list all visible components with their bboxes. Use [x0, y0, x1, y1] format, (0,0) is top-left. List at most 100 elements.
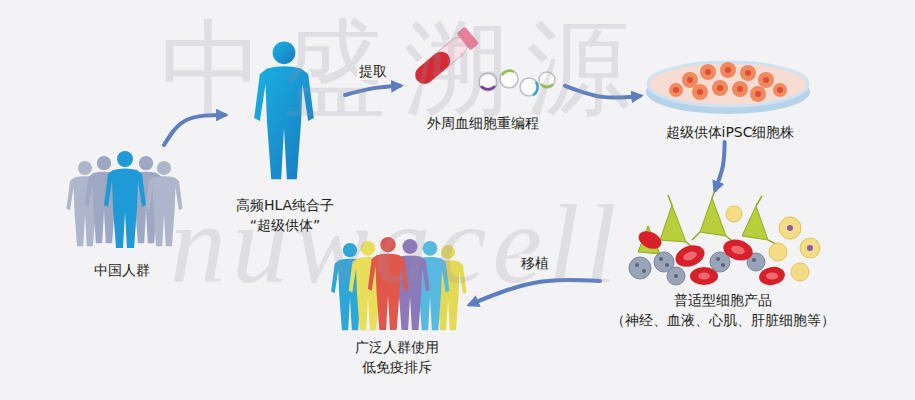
illustration-part — [456, 27, 479, 51]
illustration-part — [648, 62, 808, 106]
illustration-part — [717, 85, 723, 91]
illustration-part — [412, 34, 471, 88]
illustration-part — [777, 87, 783, 93]
cell-products — [629, 188, 820, 287]
illustration-part — [800, 238, 820, 258]
illustration-part — [690, 267, 718, 285]
illustration-part — [650, 188, 780, 250]
illustration-part — [721, 236, 755, 263]
illustration-part — [669, 62, 787, 102]
illustration-part — [737, 86, 743, 92]
illustration-part — [669, 83, 683, 97]
step-label: 广泛人群使用 低免疫排斥 — [351, 337, 443, 377]
illustration-part — [665, 263, 669, 267]
illustration-part — [500, 70, 518, 88]
flow-arrow — [345, 86, 400, 95]
illustration-part — [700, 198, 726, 236]
arrow-label: 移植 — [519, 254, 551, 272]
illustration-part — [750, 86, 766, 102]
illustration-part — [807, 245, 813, 251]
illustration-part — [698, 273, 710, 280]
illustration-part — [787, 225, 813, 251]
illustration-part — [756, 196, 780, 246]
flow-arrow — [715, 142, 724, 190]
blood-tube — [410, 27, 479, 89]
illustration-part — [726, 206, 742, 222]
illustration-part — [712, 80, 728, 96]
illustration-part — [721, 263, 725, 267]
illustration-part — [725, 67, 731, 73]
illustration-part — [745, 70, 751, 76]
illustration-part — [682, 244, 778, 279]
illustration-part — [541, 84, 553, 87]
illustration-part — [700, 64, 716, 80]
flow-arrow — [164, 115, 225, 145]
illustration-part — [520, 78, 538, 96]
illustration-part — [697, 89, 703, 95]
illustration-part — [787, 225, 793, 231]
illustration-part — [779, 217, 801, 239]
flow-step: 普适型细胞产品（神经、血液、心肌、肝脏细胞等） — [600, 190, 845, 330]
illustration-part — [660, 205, 686, 242]
step-label: 超级供体iPSC细胞株 — [666, 122, 795, 142]
illustration-part — [642, 269, 646, 273]
illustration-part — [730, 244, 746, 255]
flow-step: 广泛人群使用 低免疫排斥 — [325, 232, 470, 377]
donor-figure — [254, 41, 314, 179]
petri-dish — [646, 62, 810, 114]
step-label: （神经、血液、心肌、肝脏细胞等） — [611, 310, 835, 330]
illustration-part — [533, 82, 538, 95]
illustration-part — [758, 265, 787, 287]
illustration-part — [481, 86, 495, 89]
illustration-part — [742, 206, 768, 240]
flow-step: 外周血细胞重编程 — [400, 28, 565, 133]
step-label: 普适型细胞产品 — [674, 290, 772, 310]
illustration-part — [674, 274, 678, 278]
illustration-part — [629, 257, 651, 279]
illustration-part — [766, 273, 778, 280]
flow-step: 超级供体iPSC细胞株 — [640, 50, 820, 142]
recipient-figures — [331, 237, 466, 330]
illustration-part — [254, 41, 314, 179]
step-label: 外周血细胞重编程 — [427, 113, 539, 133]
illustration-part — [667, 267, 685, 285]
reprogrammed-cells — [479, 70, 555, 96]
illustration-part — [146, 161, 183, 246]
illustration-part — [740, 65, 756, 81]
illustration-part — [104, 151, 146, 248]
illustration-part — [692, 84, 708, 100]
illustration-part — [705, 69, 711, 75]
flow-arrow — [565, 86, 640, 98]
illustration-part — [682, 250, 698, 262]
flow-step: 中国人群 — [62, 145, 182, 280]
illustration-part — [673, 87, 679, 93]
illustration-part — [502, 71, 514, 75]
illustration-part — [636, 228, 665, 253]
illustration-part — [791, 263, 809, 281]
arrow-label: 提取 — [357, 62, 389, 80]
step-label: 中国人群 — [94, 260, 150, 280]
illustration-part — [716, 257, 720, 261]
step-label: “超级供体” — [250, 215, 321, 235]
flow-step: 高频HLA纯合子“超级供体” — [225, 35, 345, 235]
illustration-part — [636, 228, 787, 287]
illustration-part — [368, 237, 408, 330]
illustration-part — [479, 73, 497, 91]
watermark: 中盛溯源 — [160, 0, 648, 140]
illustration-part — [763, 77, 769, 83]
illustration-part — [412, 48, 454, 88]
illustration-part — [773, 83, 787, 97]
illustration-part — [539, 72, 555, 88]
illustration-part — [769, 243, 787, 261]
illustration-part — [687, 77, 693, 83]
illustration-part — [635, 263, 639, 267]
illustration-part — [755, 91, 761, 97]
illustration-part — [752, 258, 756, 262]
illustration-part — [732, 81, 748, 97]
step-label: 高频HLA纯合子 — [236, 195, 334, 215]
illustration-part — [672, 241, 707, 270]
illustration-part — [659, 257, 663, 261]
crowd-figures — [67, 151, 183, 248]
